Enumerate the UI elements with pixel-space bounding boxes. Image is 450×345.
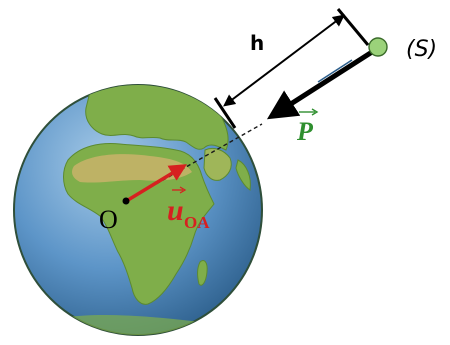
unit-vector-symbol: u (167, 194, 184, 227)
sahara-desert (72, 154, 192, 183)
southern-landmass (60, 315, 200, 335)
arabia-landmass (203, 147, 232, 181)
force-label-symbol: P (296, 117, 314, 146)
unit-vector-label: u OA (167, 186, 210, 232)
satellite-label: (S) (406, 37, 437, 62)
india-landmass (235, 159, 251, 191)
africa-landmass (63, 143, 215, 305)
force-vector-arrow (266, 49, 374, 120)
height-label: h (250, 31, 264, 55)
center-label: O (99, 205, 118, 234)
earth-globe (13, 84, 263, 336)
unit-vector-arrow (127, 164, 187, 202)
center-to-surface-dashed-line (125, 123, 263, 202)
satellite-sphere (368, 37, 388, 57)
force-label: P (296, 108, 319, 146)
unit-vector-subscript: OA (184, 213, 210, 232)
madagascar-island (197, 259, 208, 286)
height-dimension (213, 8, 370, 129)
center-point (122, 197, 130, 205)
